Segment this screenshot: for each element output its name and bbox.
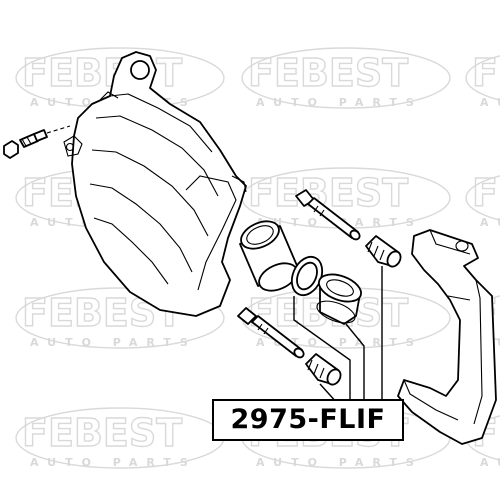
caliper-housing: [63, 51, 247, 317]
guide-pin-upper: [295, 189, 361, 241]
svg-text:AUTO PARTS: AUTO PARTS: [256, 456, 423, 469]
guide-pin-lower: [237, 307, 305, 359]
svg-text:AUTO PARTS: AUTO PARTS: [256, 96, 423, 109]
svg-text:AUTO PARTS: AUTO PARTS: [480, 216, 500, 229]
dust-boot: [316, 273, 362, 325]
svg-text:FEBEST: FEBEST: [248, 51, 408, 95]
svg-text:FEBEST: FEBEST: [22, 51, 182, 95]
piston: [239, 220, 299, 292]
svg-text:FEBEST: FEBEST: [472, 51, 500, 95]
piston-seal: [290, 255, 324, 297]
pin-boot-lower: [305, 353, 342, 386]
part-number-label: 2975-FLIF: [212, 399, 404, 441]
svg-text:AUTO PARTS: AUTO PARTS: [30, 336, 197, 349]
svg-text:AUTO PARTS: AUTO PARTS: [30, 456, 197, 469]
svg-text:AUTO PARTS: AUTO PARTS: [480, 96, 500, 109]
caliper-bracket: [397, 229, 497, 445]
pin-boot-upper: [365, 235, 402, 268]
leader-lines: [293, 266, 383, 405]
svg-text:FEBEST: FEBEST: [472, 171, 500, 215]
svg-text:AUTO PARTS: AUTO PARTS: [480, 456, 500, 469]
svg-text:FEBEST: FEBEST: [22, 411, 182, 455]
bleeder-screw: [3, 125, 71, 159]
